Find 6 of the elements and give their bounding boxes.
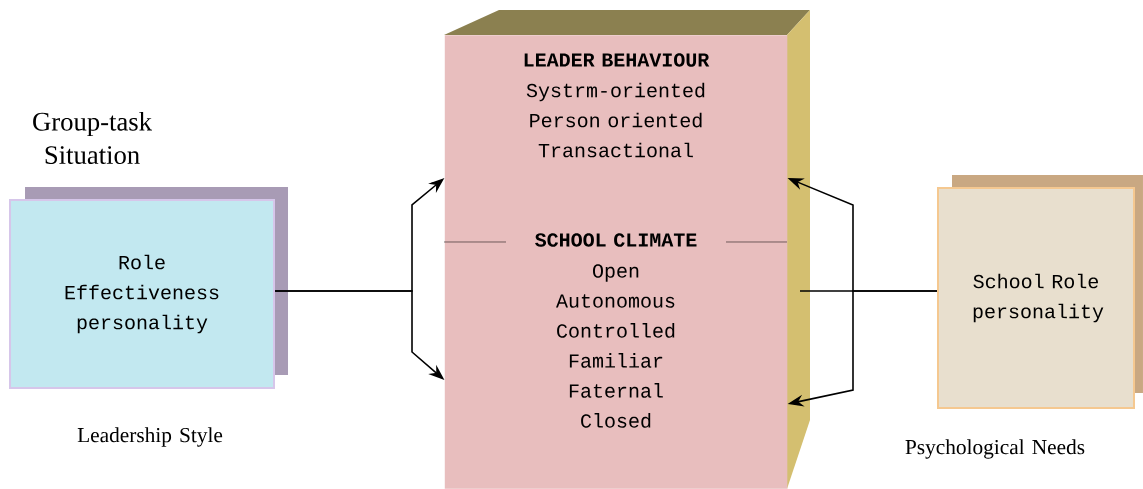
block-box: LEADER BEHAVIOUR Systrm-oriented Person oriented Transactional SCHOOL CLIMATE Open Autonomous Controlled Familiar Faternal Closed [443, 10, 810, 489]
node-label: Group-task Situation [33, 111, 152, 165]
node-label: Psychological Needs [905, 439, 1085, 459]
textured-box: School Role personality [937, 175, 1143, 409]
node-label: Leadership Style [77, 427, 223, 447]
textured-box: Role Effectiveness personality [9, 187, 288, 389]
